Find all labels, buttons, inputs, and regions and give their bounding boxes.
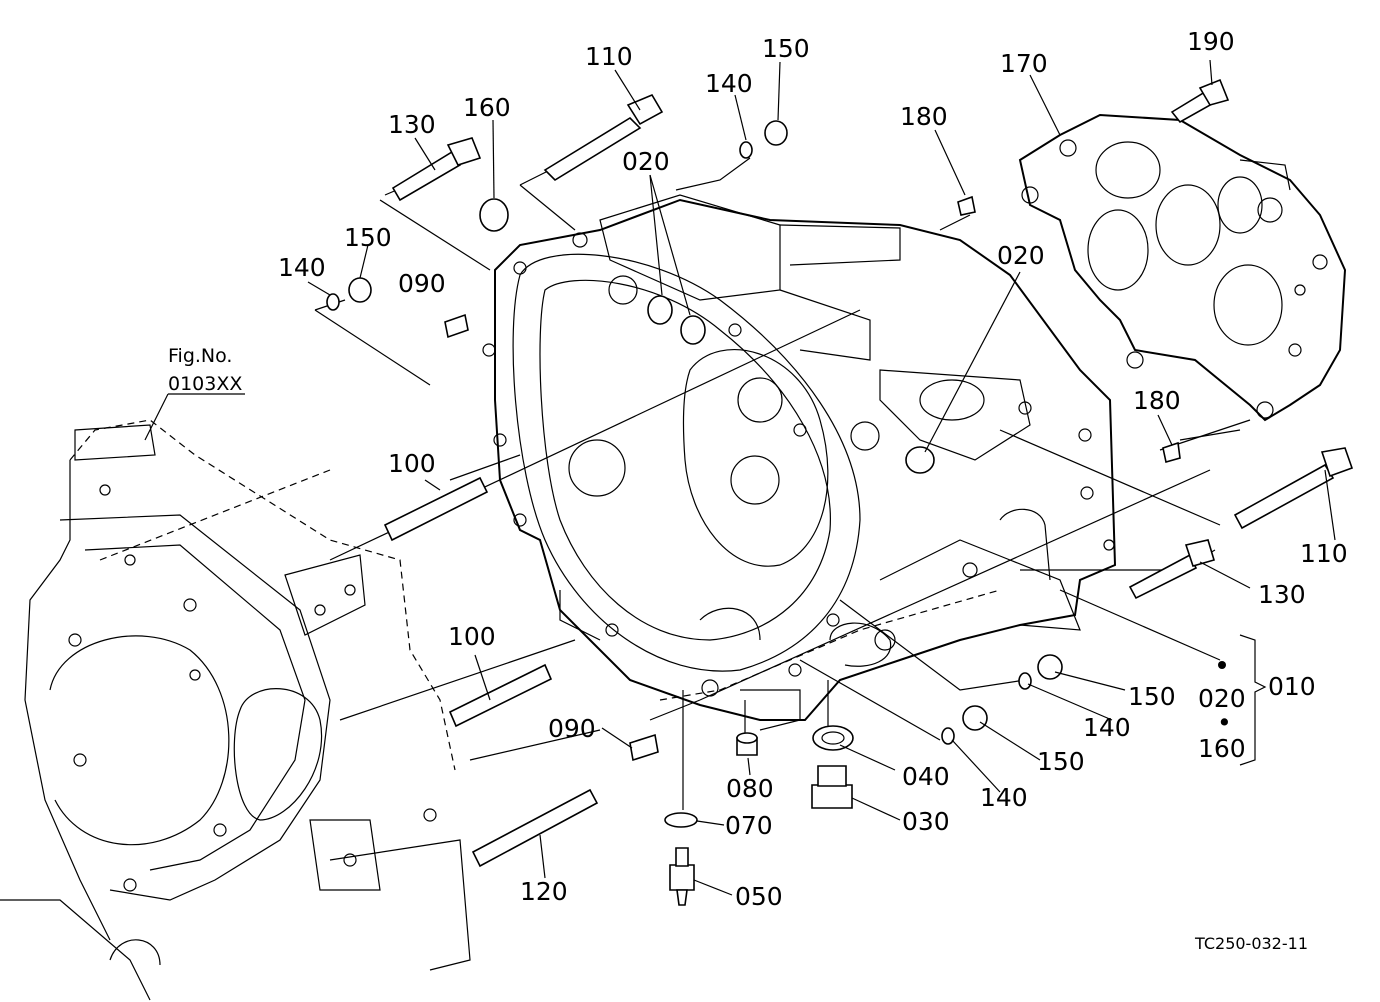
callout-080: 080 [726,774,774,803]
dowel-020-a [647,295,673,325]
callout-040: 040 [902,762,950,791]
callout-020-top: 020 [622,147,670,176]
callout-170: 170 [1000,49,1048,78]
callout-140-right-b: 140 [980,783,1028,812]
assembly-separator: • [1217,708,1232,737]
figure-reference-number: 0103XX [168,373,242,395]
figure-reference-label: Fig.No. [168,345,232,367]
callout-150-left: 150 [344,223,392,252]
bolt-110-right [1233,463,1335,530]
callout-150-right-b: 150 [1037,747,1085,776]
assembly-group: 010 020 • 160 [1198,672,1316,763]
callout-110-top: 110 [585,42,633,71]
stud-100-bottom [448,663,553,728]
callout-140-left: 140 [278,253,326,282]
callout-140-right-a: 140 [1083,713,1131,742]
callout-180-right: 180 [1133,386,1181,415]
callout-020-right: 020 [997,241,1045,270]
assembly-parent: 010 [1268,672,1316,701]
callout-180-top: 180 [900,102,948,131]
gasket-040 [812,725,854,751]
nut-150-top [764,120,788,146]
bolt-110-top [543,93,664,182]
bolt-130-top [391,137,482,202]
switch-050 [669,864,695,891]
callout-130-top: 130 [388,110,436,139]
stud-120 [471,788,599,868]
callout-leaders [307,59,1336,896]
assembly-child-020: 020 [1198,684,1246,713]
callout-150-right-a: 150 [1128,682,1176,711]
callout-150-top: 150 [762,34,810,63]
nut-150-right-a [1037,654,1063,680]
engine-flywheel-housing [0,419,471,1001]
fasteners [326,78,1354,906]
callout-070: 070 [725,811,773,840]
leader-lines [99,157,1251,810]
callout-120: 120 [520,877,568,906]
pin-180-top [957,195,976,216]
assembly-child-160: 160 [1198,734,1246,763]
washer-140-top [739,141,753,159]
washer-070 [664,812,698,828]
dowel-020-c [905,446,935,474]
pin-180-right [1162,441,1181,464]
drain-plug-030 [811,784,853,809]
washer-140-right-a [1018,672,1032,690]
washer-140-left [326,293,340,311]
callout-100-top: 100 [388,449,436,478]
bolt-130-right [1128,553,1198,600]
callout-190: 190 [1187,27,1235,56]
stud-100-top [383,476,489,542]
callout-100-bottom: 100 [448,622,496,651]
callout-030: 030 [902,807,950,836]
washer-140-right-b [941,727,955,745]
collar-160 [479,198,509,232]
callout-110-right: 110 [1300,539,1348,568]
nut-150-left [348,277,372,303]
callout-140-top: 140 [705,69,753,98]
callout-numbers: 110 150 140 160 130 020 150 140 090 180 … [278,27,1348,911]
transmission-case [482,194,1117,731]
callout-050: 050 [735,882,783,911]
callout-090-top: 090 [398,269,446,298]
figure-reference: Fig.No. 0103XX [144,345,245,441]
callout-090-bottom: 090 [548,714,596,743]
callout-160: 160 [463,93,511,122]
nut-150-right-b [962,705,988,731]
dowel-020-b [680,315,706,345]
pin-090-top [444,313,469,339]
pin-090-bottom [629,733,659,762]
gear-case-cover [1018,113,1347,422]
callout-130-right: 130 [1258,580,1306,609]
drawing-number: TC250-032-11 [1194,934,1308,953]
